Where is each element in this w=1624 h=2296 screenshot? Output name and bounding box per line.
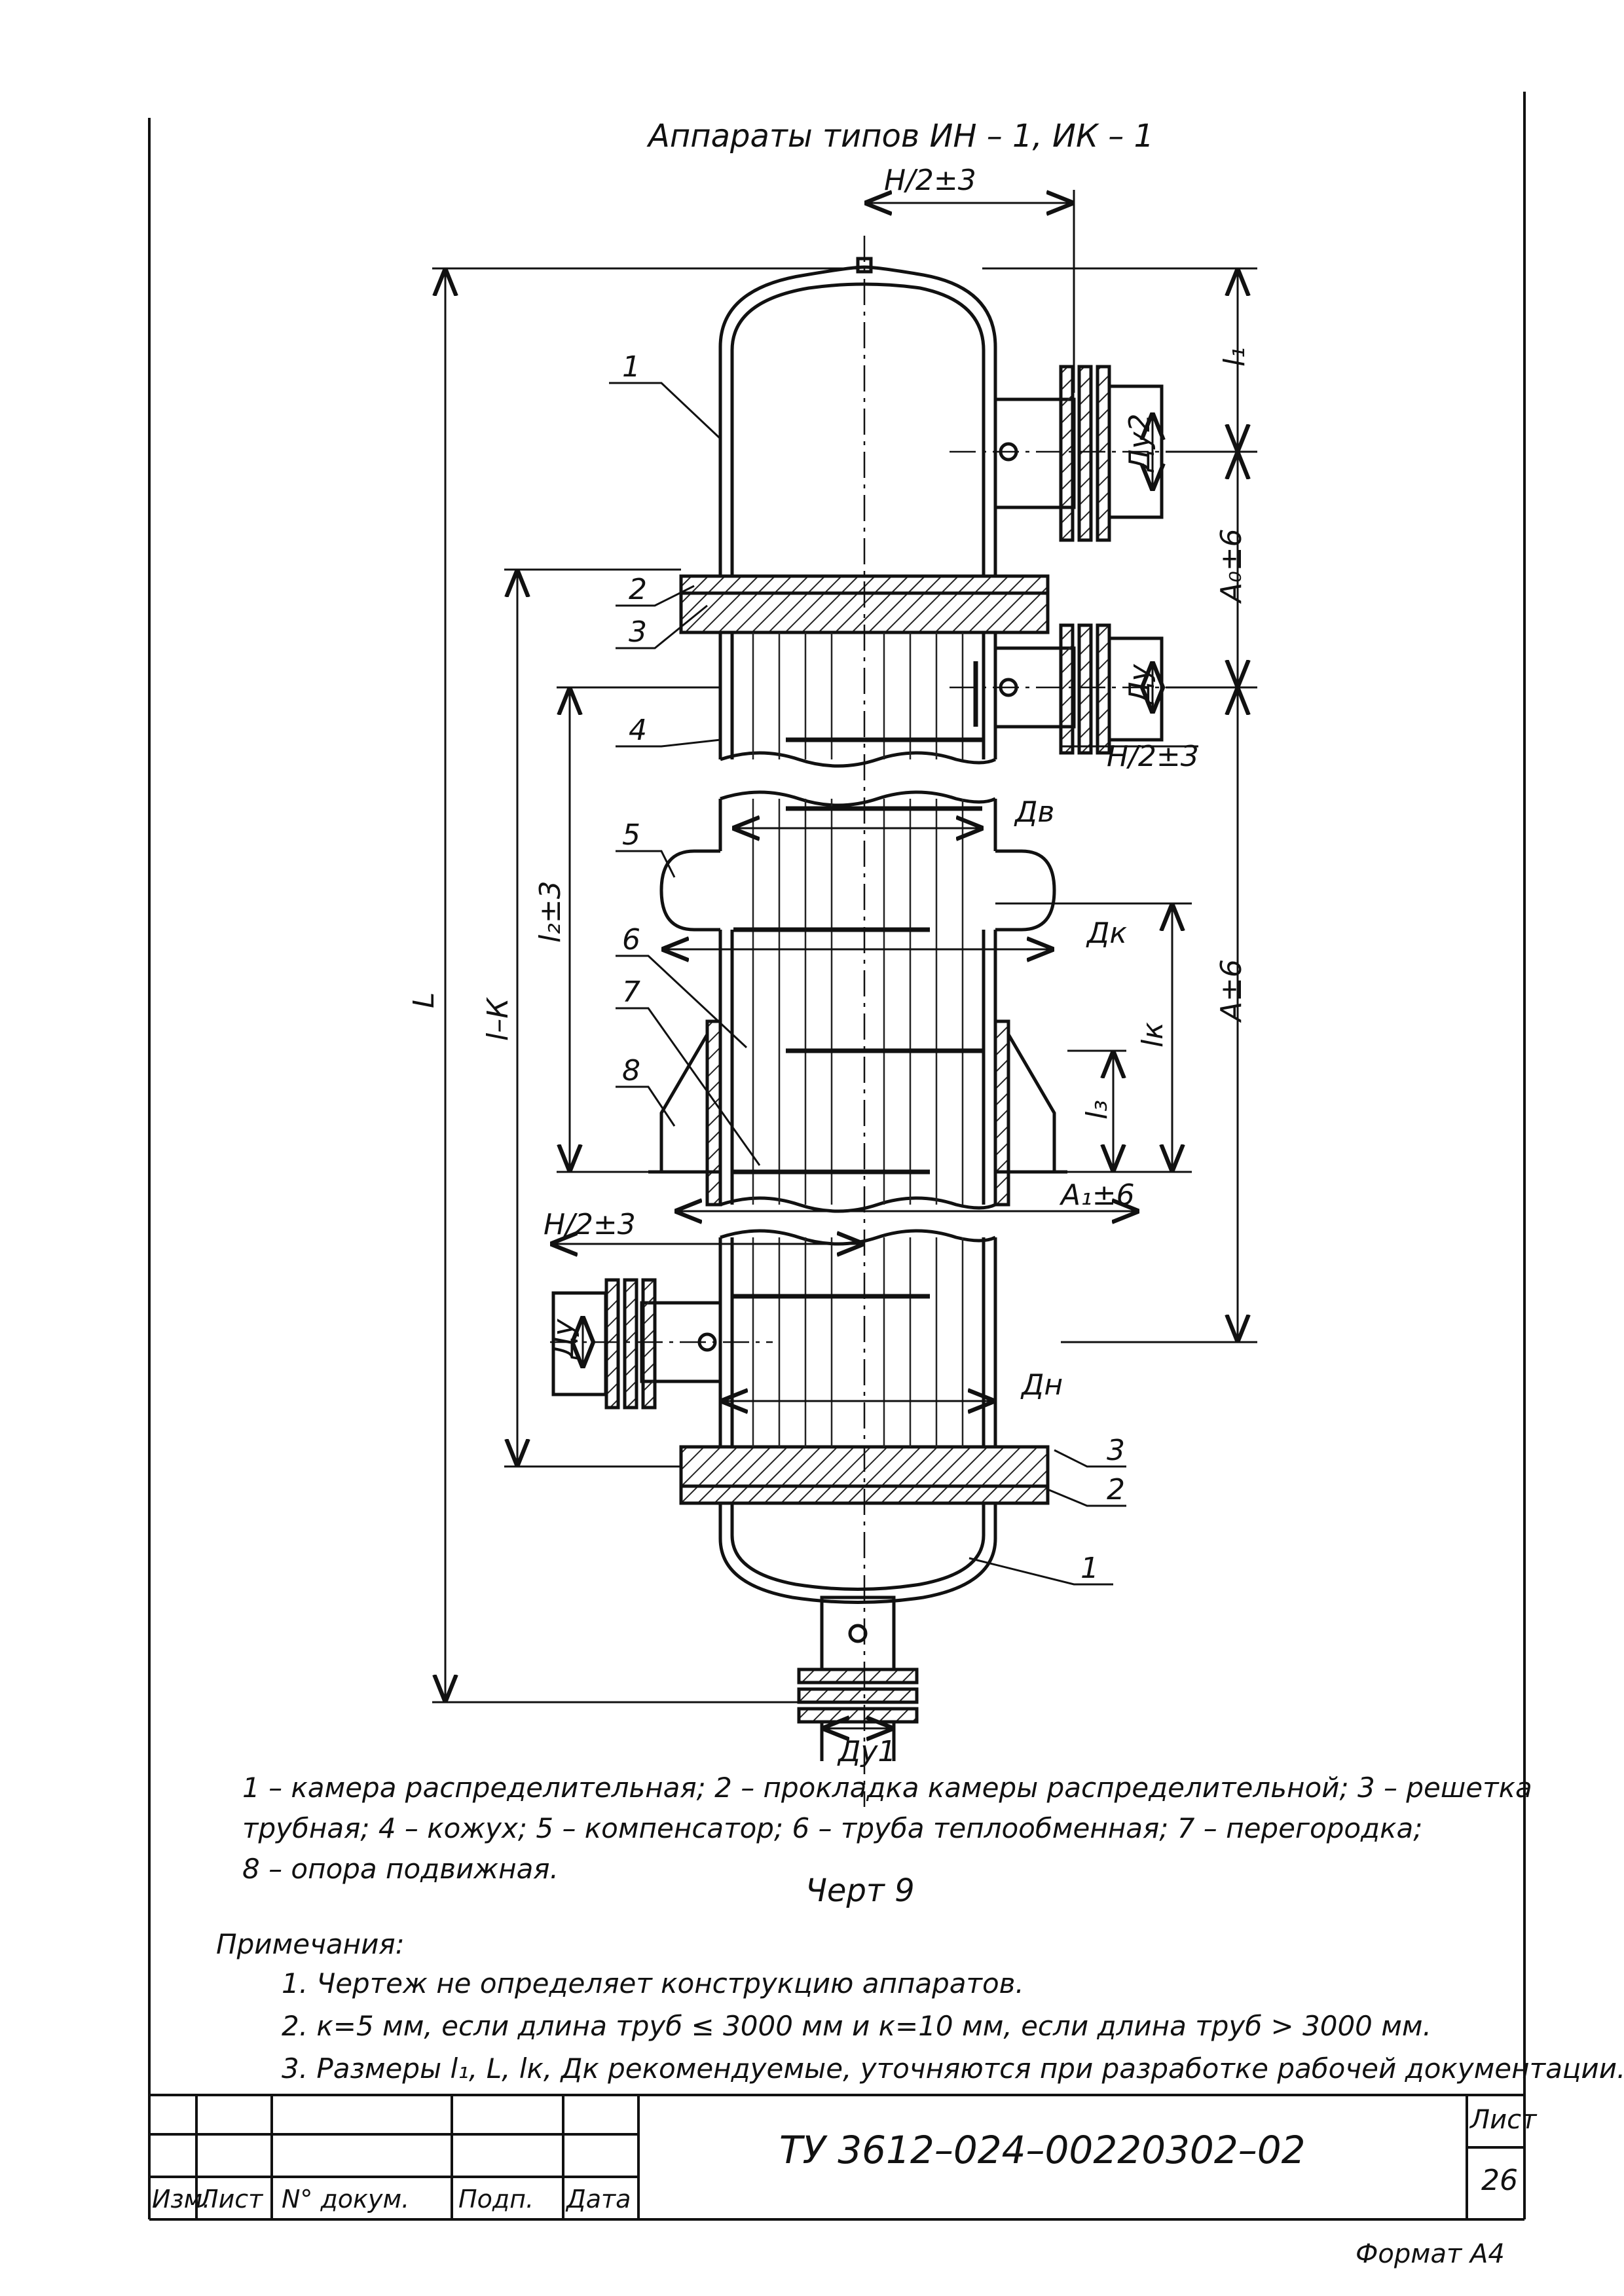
dim-mid-offset: Н/2±3: [1107, 740, 1199, 773]
dim-dv: Дв: [1014, 795, 1054, 829]
dim-L: L: [407, 992, 441, 1008]
callout-3-top: 3: [629, 615, 647, 649]
callout-1-top: 1: [622, 350, 640, 384]
tb-col-sign: Подп.: [458, 2185, 534, 2214]
dim-l3: l₃: [1080, 1100, 1114, 1120]
callout-1-bottom: 1: [1080, 1552, 1099, 1585]
dim-a1: А₁±6: [1059, 1178, 1135, 1212]
sheet-label: Лист: [1470, 2105, 1537, 2135]
dim-l1: l₁: [1218, 347, 1251, 367]
dim-a0: А₀±6: [1215, 528, 1248, 604]
callout-3-bottom: 3: [1107, 1434, 1125, 1467]
callout-4: 4: [629, 714, 647, 747]
dim-l2: l₂±3: [534, 881, 567, 943]
page-title: Аппараты типов ИН – 1, ИК – 1: [648, 118, 1154, 155]
dim-du1: Ду1: [837, 1735, 896, 1768]
dim-low-offset: Н/2±3: [544, 1208, 636, 1241]
sheet-frame: [148, 92, 1526, 2221]
note-1: 1. Чертеж не определяет конструкцию аппа…: [282, 1967, 1024, 1999]
callout-2-top: 2: [629, 573, 647, 606]
callout-6: 6: [622, 923, 640, 957]
dim-du: Ду: [1123, 664, 1156, 705]
dim-dk: Дк: [1086, 917, 1127, 950]
title-block-grid: [149, 2094, 1524, 2219]
dim-du-low: Ду: [547, 1319, 580, 1360]
legend: 1 – камера распределительная; 2 – прокла…: [242, 1768, 1532, 1889]
leader-lines: [609, 382, 1126, 1586]
dim-du2: Ду2: [1123, 414, 1156, 473]
note-3: 3. Размеры l₁, L, lк, Дк рекомендуемые, …: [282, 2052, 1624, 2085]
legend-line-3: 8 – опора подвижная.: [242, 1853, 559, 1885]
document-code: ТУ 3612–024–00220302–02: [779, 2128, 1306, 2172]
tb-col-doc: N° докум.: [282, 2185, 410, 2214]
callout-2-bottom: 2: [1107, 1473, 1125, 1506]
tb-col-izm: Изм.: [152, 2185, 211, 2214]
baffles: [733, 661, 982, 1299]
tb-col-date: Дата: [566, 2185, 631, 2214]
dim-lk: lк: [1136, 1022, 1170, 1048]
sheet-number: 26: [1481, 2164, 1518, 2197]
figure-label: Черт 9: [805, 1872, 915, 1909]
legend-line-2: трубная; 4 – кожух; 5 – компенсатор; 6 –…: [242, 1812, 1423, 1844]
legend-line-1: 1 – камера распределительная; 2 – прокла…: [242, 1772, 1532, 1804]
notes-title: Примечания:: [216, 1928, 405, 1960]
format-label: Формат А4: [1356, 2239, 1505, 2269]
dim-a: А±6: [1215, 959, 1248, 1023]
dim-l-minus-k: l–К: [481, 997, 515, 1041]
dimension-lines: [432, 190, 1257, 1728]
callout-5: 5: [622, 818, 640, 852]
callout-7: 7: [622, 975, 640, 1009]
dim-top-offset: Н/2±3: [884, 164, 976, 197]
callout-8: 8: [622, 1054, 640, 1087]
center-lines: [550, 236, 1166, 1807]
side-nozzles: [551, 365, 1164, 1410]
tb-col-list: Лист: [200, 2185, 263, 2214]
note-2: 2. к=5 мм, если длина труб ≤ 3000 мм и к…: [282, 2010, 1431, 2042]
dim-dn: Дн: [1020, 1368, 1063, 1402]
